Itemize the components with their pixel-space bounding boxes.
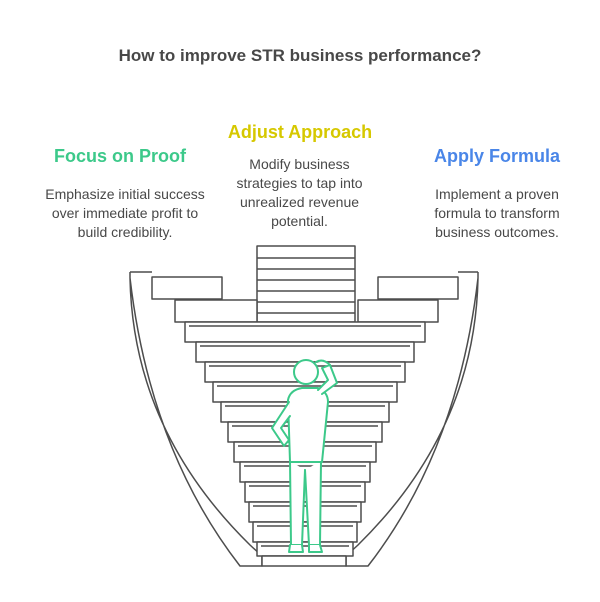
left-landing-top <box>151 276 223 300</box>
diagram-title: How to improve STR business performance? <box>118 46 482 65</box>
heading-focus-on-proof: Focus on Proof <box>54 146 186 166</box>
person-left-arm <box>271 401 291 447</box>
description-apply-formula: Implement a proven formula to transform … <box>434 186 560 240</box>
description-adjust-approach: Modify business strategies to tap into u… <box>236 156 363 229</box>
person-torso <box>287 387 329 463</box>
funnel-step <box>256 541 354 557</box>
heading-adjust-approach: Adjust Approach <box>227 122 373 142</box>
funnel-step <box>195 341 415 363</box>
description-focus-on-proof: Emphasize initial success over immediate… <box>45 186 205 240</box>
heading-apply-formula: Apply Formula <box>433 146 560 166</box>
person-figure <box>271 359 338 553</box>
funnel-step <box>248 501 362 523</box>
person-head <box>293 359 319 385</box>
right-landing-top <box>377 276 459 300</box>
person-left-leg <box>289 460 306 546</box>
person-right-foot <box>308 544 323 553</box>
right-landing-lower <box>357 299 439 323</box>
person-left-foot <box>288 544 304 553</box>
base-step <box>261 555 347 567</box>
person-raised-arm <box>317 364 338 395</box>
person-hand <box>315 359 331 366</box>
funnel-step <box>252 521 358 543</box>
left-landing-lower <box>174 299 258 323</box>
person-right-leg <box>304 460 322 546</box>
funnel-step <box>184 321 426 343</box>
